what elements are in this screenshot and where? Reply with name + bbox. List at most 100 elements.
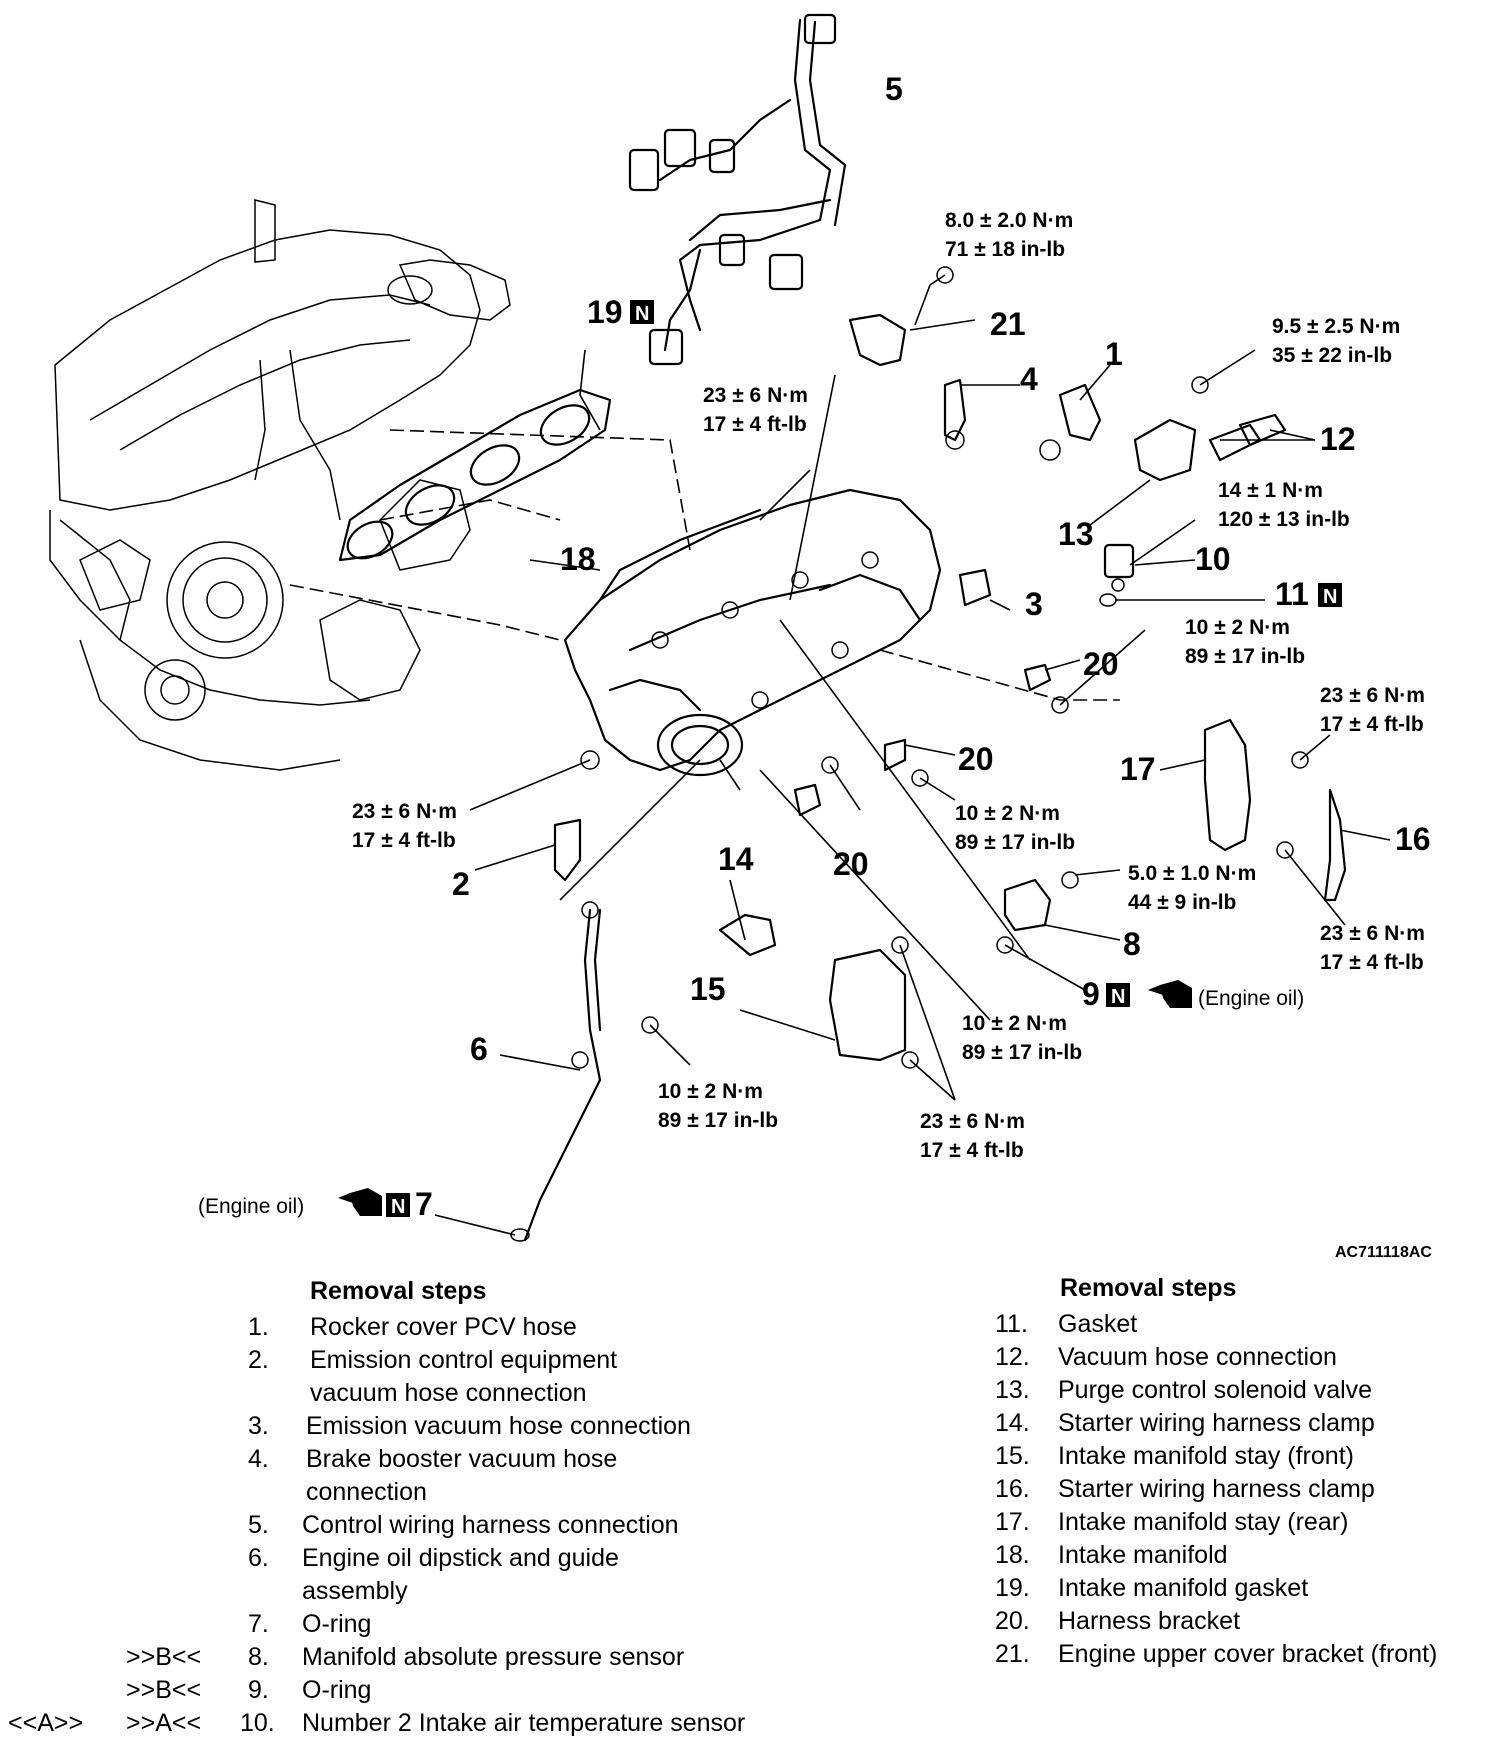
torque-spec: 17 ± 4 ft-lb [920, 1139, 1024, 1162]
list-item-number: 13. [995, 1376, 1030, 1404]
callout-6: 6 [470, 1031, 488, 1067]
list-item-text: Number 2 Intake air temperature sensor [302, 1709, 746, 1737]
callout-11: 11 [1275, 576, 1309, 612]
torque-spec: 8.0 ± 2.0 N·m [945, 209, 1073, 232]
list-item-number: 15. [995, 1442, 1030, 1470]
torque-spec: 23 ± 6 N·m [1320, 922, 1425, 945]
list-item-number: 19. [995, 1574, 1030, 1602]
list-item-mark-a: <<A>> [8, 1709, 84, 1737]
list-item-text: Engine oil dipstick and guide [302, 1544, 619, 1572]
torque-spec: 17 ± 4 ft-lb [1320, 951, 1424, 974]
list-item-number: 7. [248, 1610, 269, 1638]
badge-n-7: N [386, 1193, 410, 1218]
svg-text:N: N [391, 1196, 405, 1218]
list-item-text: Intake manifold stay (rear) [1058, 1508, 1349, 1536]
torque-spec: 89 ± 17 in-lb [1185, 645, 1305, 668]
engine-block-drawing [49, 199, 511, 771]
engine-oil-note-7: (Engine oil) [198, 1195, 304, 1218]
callout-20a: 20 [1083, 646, 1119, 682]
list-item-text: Control wiring harness connection [302, 1511, 679, 1539]
callout-13: 13 [1058, 516, 1094, 552]
list-item-text: Emission control equipment [310, 1346, 618, 1374]
callout-5: 5 [885, 71, 903, 107]
callout-1: 1 [1105, 336, 1123, 372]
list-item-text: Emission vacuum hose connection [306, 1412, 691, 1440]
oil-can-icon [338, 1188, 382, 1216]
torque-spec: 14 ± 1 N·m [1218, 479, 1323, 502]
intake-manifold-drawing [563, 488, 942, 777]
list-item-number: 4. [248, 1445, 269, 1473]
callout-7: 7 [415, 1186, 433, 1222]
badge-n-9: N [1106, 983, 1130, 1008]
list-item-text: Engine upper cover bracket (front) [1058, 1640, 1438, 1668]
torque-spec: 35 ± 22 in-lb [1272, 344, 1392, 367]
torque-spec: 10 ± 2 N·m [962, 1012, 1067, 1035]
list-item-mark-b: >>A<< [126, 1709, 202, 1737]
badge-n-11: N [1318, 583, 1342, 608]
small-parts-drawing [510, 266, 1347, 1242]
list-item-text: Vacuum hose connection [1058, 1343, 1337, 1371]
torque-spec: 10 ± 2 N·m [955, 802, 1060, 825]
torque-spec: 89 ± 17 in-lb [955, 831, 1075, 854]
list-item-text: Starter wiring harness clamp [1058, 1475, 1375, 1503]
torque-spec: 23 ± 6 N·m [1320, 684, 1425, 707]
list-item-number: 18. [995, 1541, 1030, 1569]
list-item-number: 6. [248, 1544, 269, 1572]
list-item-text: connection [306, 1478, 427, 1506]
list-item-text: assembly [302, 1577, 408, 1605]
list-item-number: 8. [248, 1643, 269, 1671]
list-item-number: 20. [995, 1607, 1030, 1635]
figure-code: AC711118AC [1335, 1244, 1432, 1261]
torque-spec: 9.5 ± 2.5 N·m [1272, 315, 1400, 338]
list-item-text: Rocker cover PCV hose [310, 1313, 577, 1341]
torque-spec: 89 ± 17 in-lb [962, 1041, 1082, 1064]
svg-text:N: N [635, 303, 649, 325]
list-item-text: Gasket [1058, 1310, 1138, 1338]
list-item-number: 1. [248, 1313, 269, 1341]
intake-manifold-gasket-drawing [338, 388, 612, 562]
list-item-number: 5. [248, 1511, 269, 1539]
callout-10: 10 [1195, 541, 1231, 577]
callout-20b: 20 [958, 741, 994, 777]
callout-21: 21 [990, 306, 1026, 342]
torque-spec: 10 ± 2 N·m [658, 1080, 763, 1103]
callout-18: 18 [560, 541, 596, 577]
callout-9: 9 [1082, 976, 1100, 1012]
callout-3: 3 [1025, 586, 1043, 622]
callout-2: 2 [452, 866, 470, 902]
callout-20c: 20 [833, 846, 869, 882]
removal-steps-heading: Removal steps [310, 1277, 487, 1305]
torque-spec: 44 ± 9 in-lb [1128, 891, 1236, 914]
list-item-text: Intake manifold [1058, 1541, 1228, 1569]
torque-spec: 120 ± 13 in-lb [1218, 508, 1350, 531]
engine-oil-note-9: (Engine oil) [1198, 987, 1304, 1010]
torque-spec: 5.0 ± 1.0 N·m [1128, 862, 1256, 885]
callout-4: 4 [1020, 361, 1038, 397]
list-item-number: 16. [995, 1475, 1030, 1503]
list-item-text: Intake manifold gasket [1058, 1574, 1309, 1602]
list-item-text: O-ring [302, 1610, 372, 1638]
list-item-mark-b: >>B<< [126, 1676, 202, 1704]
list-item-number: 10. [240, 1709, 275, 1737]
control-wiring-harness-drawing [628, 13, 847, 366]
svg-text:N: N [1111, 986, 1125, 1008]
svg-text:N: N [1323, 586, 1337, 608]
list-item-text: O-ring [302, 1676, 372, 1704]
list-item-number: 9. [248, 1676, 269, 1704]
callout-14: 14 [718, 841, 754, 877]
torque-spec: 10 ± 2 N·m [1185, 616, 1290, 639]
torque-spec: 17 ± 4 ft-lb [1320, 713, 1424, 736]
callout-17: 17 [1120, 751, 1156, 787]
callout-16: 16 [1395, 821, 1431, 857]
list-item-number: 3. [248, 1412, 269, 1440]
torque-spec: 71 ± 18 in-lb [945, 238, 1065, 261]
callout-labels: 5 19 N 21 4 1 12 13 10 11 N 18 3 20 20 1… [386, 71, 1431, 1222]
list-item-text: Manifold absolute pressure sensor [302, 1643, 685, 1671]
list-item-number: 11. [995, 1310, 1028, 1338]
torque-spec: 23 ± 6 N·m [920, 1110, 1025, 1133]
list-item-text: Intake manifold stay (front) [1058, 1442, 1354, 1470]
removal-steps-heading: Removal steps [1060, 1274, 1237, 1302]
